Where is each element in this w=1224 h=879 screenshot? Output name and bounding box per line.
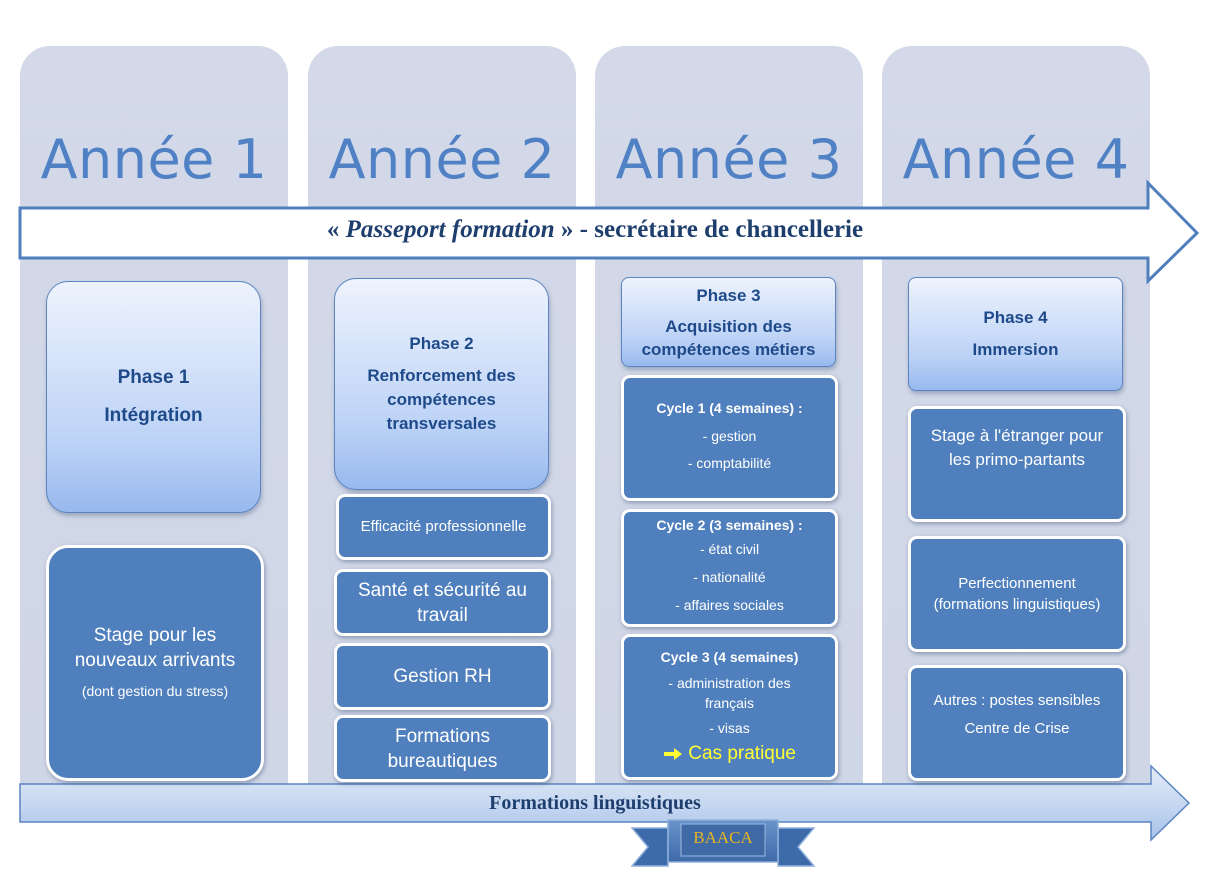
year-3-heading: Année 3 <box>615 128 843 191</box>
efficacite-label: Efficacité professionnelle <box>360 518 527 535</box>
phase-4-subtitle: Immersion <box>972 340 1059 359</box>
stage-etranger-line-1: Stage à l'étranger pour <box>930 426 1104 445</box>
cycle-1-title: Cycle 1 (4 semaines) : <box>656 400 803 416</box>
passport-formation-title: « Passeport formation » - secrétaire de … <box>20 216 1170 244</box>
gestion-rh-label: Gestion RH <box>393 666 492 687</box>
passport-arrow <box>18 179 1200 285</box>
bureautique-label: Formations bureautiques <box>387 725 498 772</box>
bureautique-box: Formations bureautiques <box>334 715 551 782</box>
year-2-heading: Année 2 <box>328 128 556 191</box>
cycle-3-box: Cycle 3 (4 semaines) - administration de… <box>621 634 838 780</box>
phase-1-stage-box: Stage pour les nouveaux arrivants (dont … <box>46 545 264 781</box>
gestion-rh-box: Gestion RH <box>334 643 551 710</box>
year-1-heading: Année 1 <box>40 128 268 191</box>
perfectionnement-box: Perfectionnement (formations linguistiqu… <box>908 536 1126 652</box>
banner-open-quote: « <box>326 216 346 243</box>
cas-pratique: Cas pratique <box>663 743 796 765</box>
phase-2-title: Phase 2 <box>409 334 474 353</box>
phase-4-box: Phase 4 Immersion <box>908 277 1123 391</box>
stage-note: (dont gestion du stress) <box>81 683 229 699</box>
baaca-label: BAACA <box>693 828 753 847</box>
phase-4-title: Phase 4 <box>983 308 1048 327</box>
perfectionnement-line-1: Perfectionnement <box>958 575 1076 592</box>
cycle-2-item-1: - état civil <box>699 541 760 557</box>
linguistic-arrow <box>19 764 1191 842</box>
phase-2-box: Phase 2 Renforcement des compétences tra… <box>334 278 549 490</box>
cycle-3-item-2: français <box>704 695 755 711</box>
autres-line-2: Centre de Crise <box>964 720 1070 737</box>
cycle-3-item-3: - visas <box>709 720 750 736</box>
phase-3-box: Phase 3 Acquisition des compétences méti… <box>621 277 836 367</box>
cycle-1-box: Cycle 1 (4 semaines) : - gestion - compt… <box>621 375 838 501</box>
phase-2-subtitle-3: transversales <box>386 414 497 433</box>
cas-pratique-label: Cas pratique <box>688 743 796 764</box>
stage-line-1: Stage pour les <box>93 625 217 646</box>
phase-1-title: Phase 1 <box>117 367 190 388</box>
phase-3-subtitle-2: compétences métiers <box>641 339 816 359</box>
autres-box: Autres : postes sensibles Centre de Cris… <box>908 665 1126 781</box>
phase-1-box: Phase 1 Intégration <box>46 281 261 513</box>
autres-line-1: Autres : postes sensibles <box>933 692 1101 709</box>
cycle-1-item-2: - comptabilité <box>687 455 772 471</box>
phase-2-subtitle-2: compétences <box>387 390 496 409</box>
sante-securite-label: Santé et sécurité au travail <box>358 579 527 626</box>
phase-2-subtitle-1: Renforcement des <box>367 366 516 385</box>
cycle-2-item-3: - affaires sociales <box>675 597 784 613</box>
right-arrow-icon <box>663 747 682 760</box>
baaca-ribbon <box>630 819 816 867</box>
perfectionnement-line-2: (formations linguistiques) <box>933 596 1101 613</box>
cycle-2-box: Cycle 2 (3 semaines) : - état civil - na… <box>621 509 838 627</box>
formations-linguistiques-label: Formations linguistiques <box>489 792 701 814</box>
cycle-2-item-2: - nationalité <box>693 569 766 585</box>
cycle-1-item-1: - gestion <box>702 428 757 444</box>
stage-line-2: nouveaux arrivants <box>74 650 236 671</box>
banner-italic: Passeport formation <box>345 216 555 243</box>
phase-3-title: Phase 3 <box>696 285 761 305</box>
stage-etranger-line-2: les primo-partants <box>948 450 1086 469</box>
efficacite-box: Efficacité professionnelle <box>336 494 551 560</box>
year-4-heading: Année 4 <box>902 128 1130 191</box>
cycle-2-title: Cycle 2 (3 semaines) : <box>656 517 803 533</box>
banner-rest: » - secrétaire de chancellerie <box>554 216 864 243</box>
phase-3-subtitle-1: Acquisition des <box>665 316 792 336</box>
phase-1-subtitle: Intégration <box>104 405 203 426</box>
cycle-3-item-1: - administration des <box>668 675 791 691</box>
stage-etranger-box: Stage à l'étranger pour les primo-partan… <box>908 406 1126 522</box>
cycle-3-title: Cycle 3 (4 semaines) <box>660 649 799 665</box>
sante-securite-box: Santé et sécurité au travail <box>334 569 551 636</box>
